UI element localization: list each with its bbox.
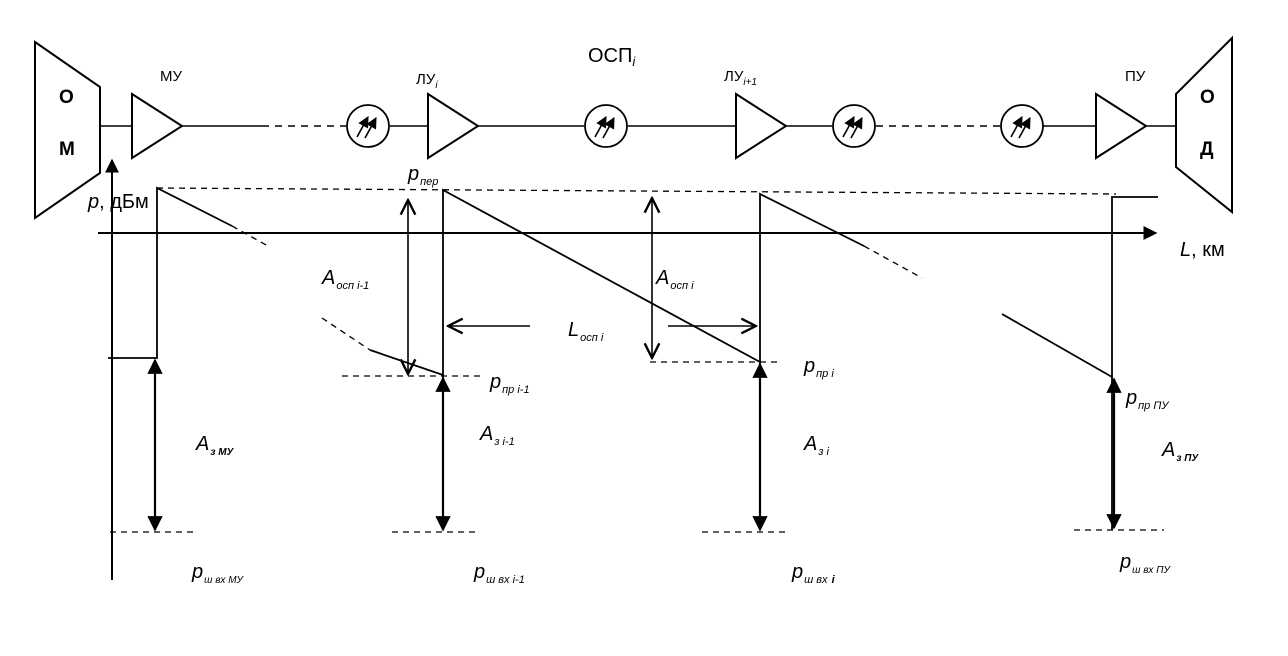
- receiver-block: [1175, 35, 1233, 215]
- line-amplifier-i: [427, 92, 480, 160]
- spool-arrow-icons: [356, 116, 1031, 139]
- y-axis-label: p, дБм: [88, 191, 149, 213]
- p-noise-i-label: pш вх i: [792, 561, 835, 586]
- p-noise-prev-label: pш вх i-1: [474, 561, 525, 586]
- p-rx-preamp-label: pпр ПУ: [1126, 387, 1169, 412]
- line-amp-i-label: ЛУi: [416, 71, 438, 91]
- a-margin-preamp-label: Аз ПУ: [1162, 439, 1199, 464]
- booster-amp-label: МУ: [160, 68, 183, 85]
- section-label: ОСПi: [588, 45, 636, 69]
- a-section-i-label: Аосп i: [656, 267, 694, 292]
- p-rx-prev-label: pпр i-1: [490, 371, 530, 396]
- transmitter-label-top: О: [59, 87, 74, 108]
- fiber-spool-icon: [346, 104, 1044, 148]
- preamplifier: [1095, 92, 1148, 160]
- x-axis-label: L, км: [1180, 239, 1225, 261]
- line-amplifier-next: [735, 92, 788, 160]
- p-noise-preamp-label: pш вх ПУ: [1120, 551, 1170, 576]
- receiver-label-top: О: [1200, 87, 1215, 108]
- transmitter-block: [34, 40, 101, 220]
- power-level-graph: [108, 186, 1158, 530]
- a-margin-booster-label: Аз МУ: [196, 433, 234, 458]
- p-noise-booster-label: pш вх МУ: [192, 561, 243, 586]
- l-section-label: Lосп i: [568, 319, 604, 344]
- p-tx-label: pпер: [408, 163, 439, 188]
- reference-levels: [110, 187, 1164, 533]
- receiver-label-bottom: Д: [1200, 139, 1214, 160]
- booster-amplifier: [131, 92, 184, 160]
- preamp-label: ПУ: [1125, 68, 1146, 85]
- p-rx-i-label: pпр i: [804, 355, 834, 380]
- a-section-prev-label: Аосп i-1: [322, 267, 370, 292]
- dimension-arrows: [147, 198, 1122, 532]
- transmitter-label-bottom: М: [59, 139, 75, 160]
- a-margin-prev-label: Аз i-1: [480, 423, 515, 448]
- line-amp-next-label: ЛУi+1: [724, 68, 757, 88]
- a-margin-i-label: Аз i: [804, 433, 829, 458]
